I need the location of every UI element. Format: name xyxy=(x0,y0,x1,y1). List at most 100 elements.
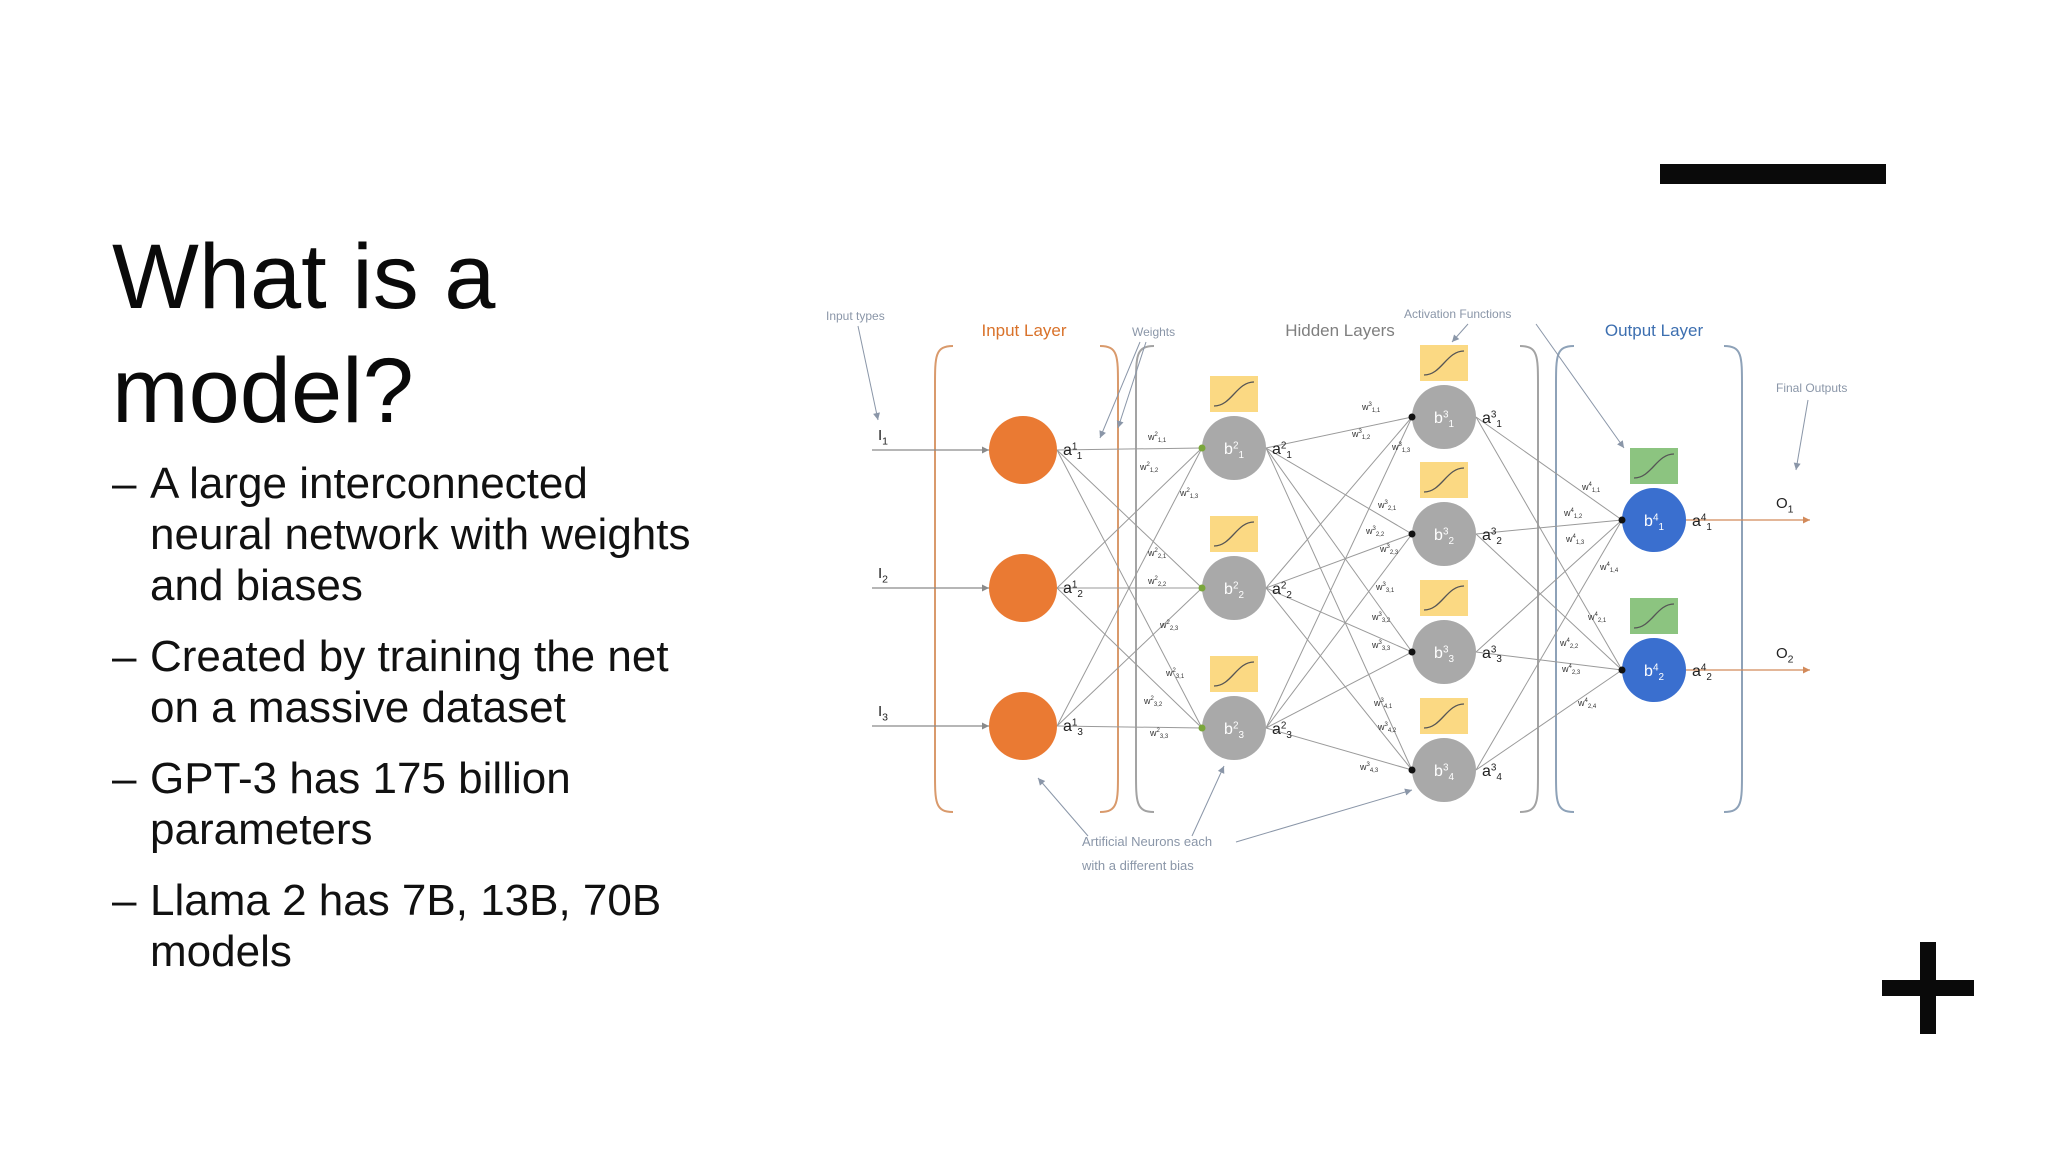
neurons-annotation-line1: Artificial Neurons each xyxy=(1082,834,1212,849)
input-symbol: I1 xyxy=(878,427,888,448)
bullet-marker: – xyxy=(112,754,137,803)
hidden-neuron xyxy=(1412,738,1476,802)
weights-annotation: Weights xyxy=(1132,325,1175,339)
hidden-neuron xyxy=(1202,696,1266,760)
activation-label: a42 xyxy=(1692,662,1712,683)
weight-connection xyxy=(1265,587,1413,653)
sigmoid-curve xyxy=(1423,585,1465,611)
sigmoid-curve xyxy=(1213,521,1255,547)
neuron-input-dot xyxy=(1408,648,1416,656)
sigmoid-curve xyxy=(1213,381,1255,407)
annotation-pointer xyxy=(1535,323,1625,449)
activation-label: a23 xyxy=(1272,720,1292,741)
weight-label: w41,1 xyxy=(1581,482,1601,494)
bullet-text: Created by training the net on a massive… xyxy=(150,632,669,732)
activation-function-box xyxy=(1420,345,1468,381)
weight-label: w41,2 xyxy=(1563,508,1583,520)
annotation-pointer xyxy=(1099,341,1141,439)
bracket-right xyxy=(1099,345,1119,813)
annotation-pointer xyxy=(1795,399,1809,471)
weight-connection xyxy=(1475,519,1623,535)
annotation-pointer xyxy=(1235,789,1413,843)
weight-label: w34,3 xyxy=(1359,762,1379,774)
input-neuron xyxy=(989,416,1057,484)
weight-connection xyxy=(1265,416,1413,589)
activation-label: a22 xyxy=(1272,580,1292,601)
weight-label: w32,1 xyxy=(1377,500,1397,512)
input-types-annotation: Input types xyxy=(826,309,885,323)
weight-connection xyxy=(1056,587,1203,729)
activation-function-box xyxy=(1210,376,1258,412)
hidden-neuron xyxy=(1412,502,1476,566)
weight-label: w42,4 xyxy=(1577,698,1597,710)
neuron-input-dot xyxy=(1408,530,1416,538)
activation-function-box xyxy=(1630,448,1678,484)
annotation-arrowhead xyxy=(873,412,880,420)
bias-label: b34 xyxy=(1434,762,1454,783)
input-activation-label: a11 xyxy=(1063,441,1083,462)
bias-label: b33 xyxy=(1434,644,1454,665)
weight-connection xyxy=(1265,447,1413,535)
activation-label: a32 xyxy=(1482,526,1502,547)
weight-connection xyxy=(1265,416,1413,449)
output-layer-header: Output Layer xyxy=(1605,321,1704,340)
weight-label: w23,3 xyxy=(1149,728,1169,740)
activation-functions-annotation: Activation Functions xyxy=(1404,307,1511,321)
bias-label: b22 xyxy=(1224,580,1244,601)
weight-label: w22,1 xyxy=(1147,548,1167,560)
weight-label: w21,3 xyxy=(1179,488,1199,500)
activation-label: a33 xyxy=(1482,644,1502,665)
weight-connection xyxy=(1056,587,1203,727)
weight-connection xyxy=(1265,416,1413,729)
weight-label: w42,3 xyxy=(1561,664,1581,676)
bullet-item: –GPT-3 has 175 billion parameters xyxy=(112,753,712,855)
activation-label: a34 xyxy=(1482,762,1502,783)
sigmoid-curve xyxy=(1423,350,1465,376)
weight-label: w41,4 xyxy=(1599,562,1619,574)
decorative-bar xyxy=(1660,164,1886,184)
annotation-arrowhead xyxy=(1038,778,1046,786)
weight-label: w32,3 xyxy=(1379,544,1399,556)
weight-connection xyxy=(1475,519,1623,771)
weight-connection xyxy=(1475,519,1623,653)
annotation-arrowhead xyxy=(1452,334,1460,342)
neuron-input-dot xyxy=(1408,413,1416,421)
output-neuron xyxy=(1622,488,1686,552)
output-arrowhead xyxy=(1803,666,1810,674)
plus-icon xyxy=(1882,942,1974,1034)
annotation-pointer xyxy=(1037,777,1089,837)
bullet-marker: – xyxy=(112,459,137,508)
weight-label: w31,3 xyxy=(1391,442,1411,454)
bullet-item: –Llama 2 has 7B, 13B, 70B models xyxy=(112,875,712,977)
weight-label: w33,3 xyxy=(1371,640,1391,652)
input-neuron xyxy=(989,554,1057,622)
bullet-text: GPT-3 has 175 billion parameters xyxy=(150,754,571,854)
weight-connection xyxy=(1056,447,1203,727)
input-arrowhead xyxy=(982,584,989,592)
bullet-text: A large interconnected neural network wi… xyxy=(150,459,691,610)
weight-connection xyxy=(1265,651,1413,729)
sigmoid-curve xyxy=(1633,603,1675,629)
sigmoid-curve xyxy=(1633,453,1675,479)
weight-connection xyxy=(1475,416,1623,671)
bullet-list: –A large interconnected neural network w… xyxy=(112,458,712,997)
activation-function-box xyxy=(1210,516,1258,552)
neuron-input-dot xyxy=(1618,666,1626,674)
input-symbol: I3 xyxy=(878,703,888,724)
sigmoid-curve xyxy=(1213,661,1255,687)
bracket-left xyxy=(934,345,954,813)
annotation-arrowhead xyxy=(1617,440,1624,448)
weight-connection xyxy=(1265,447,1413,771)
weight-connection xyxy=(1265,587,1413,771)
weight-connection xyxy=(1056,449,1203,729)
annotation-pointer xyxy=(1117,341,1147,429)
output-arrowhead xyxy=(1803,516,1810,524)
weight-label: w21,2 xyxy=(1139,462,1159,474)
bullet-item: –A large interconnected neural network w… xyxy=(112,458,712,611)
activation-function-box xyxy=(1210,656,1258,692)
neuron-input-dot xyxy=(1198,724,1206,732)
weight-connection xyxy=(1056,447,1203,451)
hidden-layers-bracket xyxy=(1135,345,1539,813)
activation-label: a21 xyxy=(1272,440,1292,461)
weight-label: w42,1 xyxy=(1587,612,1607,624)
